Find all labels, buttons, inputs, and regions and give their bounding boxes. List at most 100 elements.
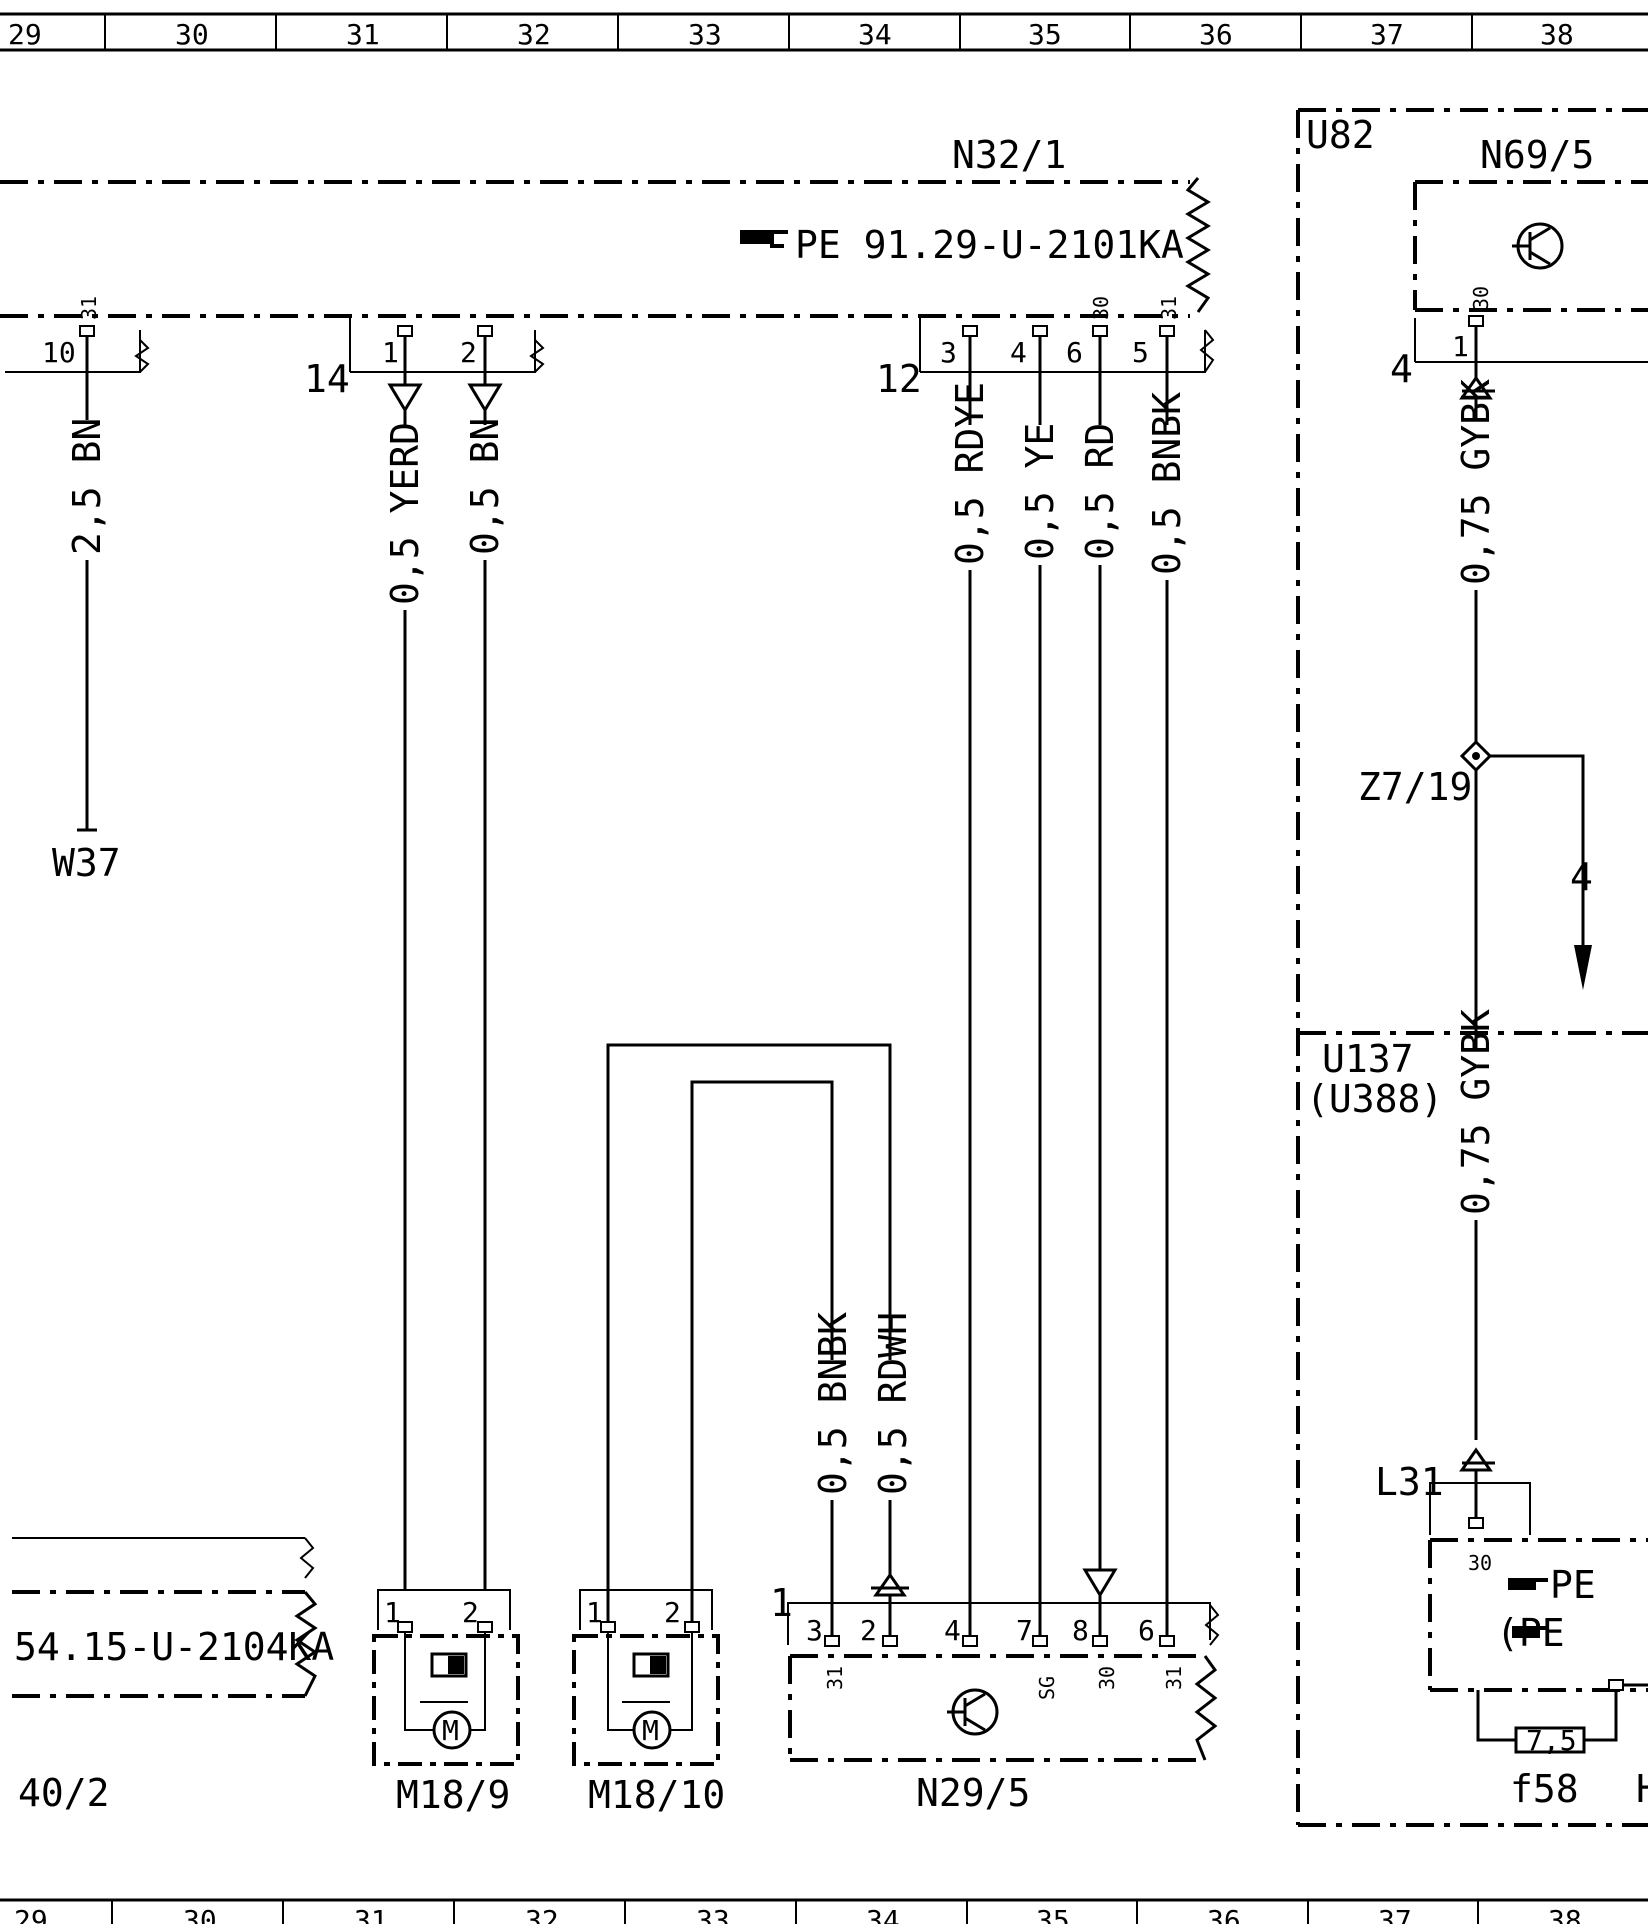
grid-col-label: 31 bbox=[346, 18, 380, 51]
pin-label: 5 bbox=[1132, 336, 1149, 369]
wire-label: 0,5 BNBK bbox=[1145, 392, 1189, 575]
grid-col-label: 32 bbox=[525, 1904, 559, 1924]
pin-30-label: 30 bbox=[1468, 1551, 1492, 1575]
n69-5-module: N69/5 4 1 30 bbox=[1390, 133, 1648, 400]
n29-5-label: N29/5 bbox=[916, 1771, 1030, 1815]
grid-col-label: 35 bbox=[1036, 1904, 1070, 1924]
m18-10-label: M18/10 bbox=[588, 1773, 725, 1817]
svg-text:M: M bbox=[442, 1714, 459, 1747]
pin-label: 6 bbox=[1138, 1614, 1155, 1647]
wire-label: 0,5 BNBK bbox=[811, 1312, 855, 1495]
term-label: 31 bbox=[1162, 1666, 1186, 1690]
l31-fuse-block: L31 30 PE (PE 7,5 f58 H bbox=[1375, 1447, 1648, 1811]
pin-label: 3 bbox=[940, 336, 957, 369]
connector-12-group: 12 3 4 6 5 30 31 0,5 RDYE 0,5 YE 0,5 RD … bbox=[876, 296, 1215, 1635]
pin-label: 2 bbox=[462, 1596, 479, 1629]
term-label: 30 bbox=[1095, 1666, 1119, 1690]
grid-col-label: 33 bbox=[688, 18, 722, 51]
transistor-icon bbox=[1512, 222, 1564, 270]
wire-loop-outer bbox=[606, 1043, 892, 1622]
wire-label: 0,5 RDWH bbox=[871, 1312, 915, 1495]
grid-col-label: 38 bbox=[1548, 1904, 1582, 1924]
grid-col-label: 37 bbox=[1378, 1904, 1412, 1924]
reference-hand-icon bbox=[1508, 1578, 1548, 1590]
module-break-edge bbox=[1185, 177, 1211, 313]
wire-loop-inner bbox=[690, 1080, 834, 1635]
term-label: 31 bbox=[823, 1666, 847, 1690]
reference-hand-icon bbox=[1512, 1626, 1548, 1638]
connector-12-label: 12 bbox=[876, 357, 922, 401]
grid-col-label: 36 bbox=[1199, 18, 1233, 51]
transistor-icon bbox=[947, 1688, 999, 1736]
wire-label: 0,75 GYBK bbox=[1454, 379, 1498, 585]
fuse-rating: 7,5 bbox=[1526, 1724, 1577, 1757]
wire-label: 0,5 RD bbox=[1078, 423, 1122, 560]
n29-5-module: 0,5 BNBK 0,5 RDWH 1 3 2 4 7 8 6 31 SG 30… bbox=[770, 1312, 1220, 1815]
pin-label: 2 bbox=[460, 336, 477, 369]
left-module-id: 40/2 bbox=[18, 1771, 110, 1815]
pin-label: 1 bbox=[382, 336, 399, 369]
grid-col-label: 34 bbox=[866, 1904, 900, 1924]
pe-ref-label: PE bbox=[1550, 1563, 1596, 1607]
grid-col-label: 33 bbox=[696, 1904, 730, 1924]
pin-label: 1 bbox=[384, 1596, 401, 1629]
wire-label: 2,5 BN bbox=[65, 418, 109, 555]
pin-label: 8 bbox=[1072, 1614, 1089, 1647]
m18-9-label: M18/9 bbox=[396, 1773, 510, 1817]
n32-1-label: N32/1 bbox=[952, 133, 1066, 177]
connector-1-label: 1 bbox=[770, 1581, 793, 1625]
edge-fragment-label: H bbox=[1636, 1767, 1648, 1811]
pin-label: 7 bbox=[1016, 1614, 1033, 1647]
top-grid: 29 30 31 32 33 34 35 36 37 38 bbox=[0, 12, 1648, 52]
grid-col-label: 38 bbox=[1540, 18, 1574, 51]
grid-col-label: 35 bbox=[1028, 18, 1062, 51]
grid-col-label: 30 bbox=[175, 18, 209, 51]
wire-label: 0,5 BN bbox=[463, 418, 507, 555]
fuse-f58 bbox=[1514, 1726, 1586, 1754]
grid-col-label: 29 bbox=[8, 18, 42, 51]
motor-m18-10: 1 2 M M18/10 bbox=[572, 1043, 892, 1817]
grid-col-label: 29 bbox=[14, 1904, 48, 1924]
u82-label: U82 bbox=[1306, 113, 1375, 157]
n69-5-label: N69/5 bbox=[1480, 133, 1594, 177]
wire-label: 0,5 YERD bbox=[383, 422, 427, 605]
connector-10-group: 10 31 2,5 BN W37 bbox=[5, 296, 150, 885]
pin-label: 4 bbox=[944, 1614, 961, 1647]
z7-19-label: Z7/19 bbox=[1358, 765, 1472, 809]
motor-m18-9: 1 2 M M18/9 bbox=[372, 1589, 520, 1817]
wire-label: 0,75 GYBK bbox=[1454, 1009, 1498, 1215]
f58-label: f58 bbox=[1510, 1767, 1579, 1811]
grid-col-label: 36 bbox=[1207, 1904, 1241, 1924]
w37-label: W37 bbox=[52, 841, 121, 885]
grid-col-label: 34 bbox=[858, 18, 892, 51]
u137-label: U137 bbox=[1322, 1037, 1414, 1081]
svg-text:M: M bbox=[642, 1714, 659, 1747]
wire-label: 0,5 YE bbox=[1018, 423, 1062, 560]
grid-col-label: 37 bbox=[1370, 18, 1404, 51]
reference-hand-icon bbox=[740, 230, 788, 248]
grid-col-label: 30 bbox=[183, 1904, 217, 1924]
n32-1-reference: PE 91.29-U-2101KA bbox=[795, 223, 1184, 267]
connector-4-label: 4 bbox=[1390, 347, 1413, 391]
pin-label: 4 bbox=[1010, 336, 1027, 369]
pin-label: 1 bbox=[586, 1596, 603, 1629]
pin-label: 6 bbox=[1066, 336, 1083, 369]
connector-10-label: 10 bbox=[42, 336, 76, 369]
n32-1-module: N32/1 PE 91.29-U-2101KA bbox=[0, 133, 1211, 318]
grid-col-label: 32 bbox=[517, 18, 551, 51]
pin-label: 1 bbox=[1452, 330, 1469, 363]
pin-31-label: 31 bbox=[1157, 296, 1181, 320]
connector-14-label: 14 bbox=[304, 357, 350, 401]
left-module-ref: 54.15-U-2104KA bbox=[14, 1625, 334, 1669]
motor-icon: M bbox=[607, 1632, 693, 1750]
arrow-ref-4: 4 bbox=[1570, 855, 1593, 899]
pin-30-label: 30 bbox=[1089, 296, 1113, 320]
pin-label: 3 bbox=[806, 1614, 823, 1647]
motor-icon: M bbox=[404, 1632, 486, 1750]
wire-label: 0,5 RDYE bbox=[948, 382, 992, 565]
u82-frame: U82 U137 (U388) bbox=[1296, 108, 1648, 1827]
u137-alt-label: (U388) bbox=[1306, 1077, 1443, 1121]
term-label: SG bbox=[1035, 1676, 1059, 1700]
pin-label: 2 bbox=[664, 1596, 681, 1629]
